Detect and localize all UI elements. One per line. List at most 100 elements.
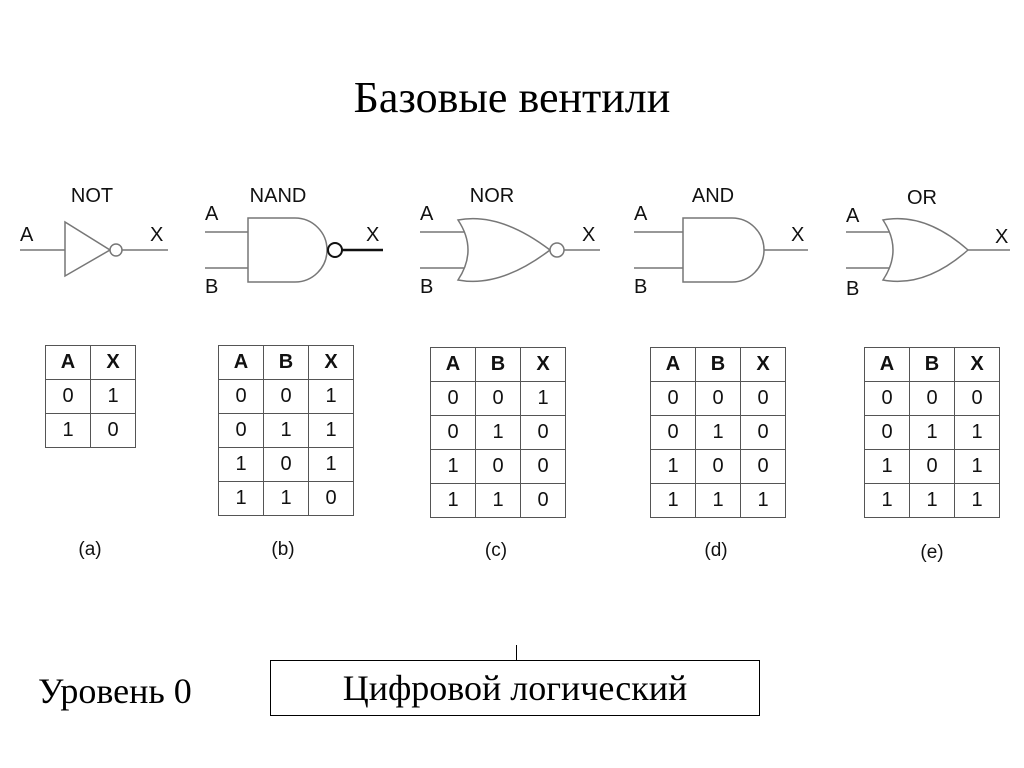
and-output-label: X [791, 224, 804, 246]
header-cell: A [650, 347, 696, 382]
connector-line [516, 645, 517, 660]
table-row: 1 0 0 [430, 449, 566, 484]
truth-table-or: A B X 0 0 0 0 1 1 1 0 1 1 1 1 [864, 347, 1000, 518]
header-cell: A [45, 345, 91, 380]
table-header-row: A B X [864, 347, 1000, 382]
table-row: 1 0 [45, 413, 136, 448]
not-input-a-label: A [20, 224, 34, 246]
table-cell: 0 [520, 449, 566, 484]
table-cell: 1 [695, 415, 741, 450]
table-cell: 1 [308, 447, 354, 482]
table-cell: 0 [263, 379, 309, 414]
table-cell: 0 [695, 381, 741, 416]
table-cell: 1 [954, 449, 1000, 484]
table-cell: 1 [909, 415, 955, 450]
table-cell: 1 [954, 483, 1000, 518]
table-cell: 0 [218, 413, 264, 448]
and-input-a-label: A [634, 203, 648, 225]
table-cell: 0 [695, 449, 741, 484]
table-cell: 1 [90, 379, 136, 414]
table-cell: 0 [650, 381, 696, 416]
table-cell: 1 [650, 449, 696, 484]
or-input-a-label: A [846, 205, 860, 227]
caption-a: (a) [78, 539, 101, 560]
table-cell: 1 [695, 483, 741, 518]
header-cell: X [740, 347, 786, 382]
level-label: Уровень 0 [38, 671, 192, 711]
truth-table-and: A B X 0 0 0 0 1 0 1 0 0 1 1 1 [650, 347, 786, 518]
truth-table-nand: A B X 0 0 1 0 1 1 1 0 1 1 1 0 [218, 345, 354, 516]
level-box: Цифровой логический [270, 660, 760, 716]
table-cell: 1 [475, 483, 521, 518]
table-row: 0 1 1 [218, 413, 354, 448]
nor-output-label: X [582, 224, 595, 246]
table-cell: 1 [308, 413, 354, 448]
table-cell: 1 [218, 447, 264, 482]
table-row: 1 1 1 [650, 483, 786, 518]
and-gate-symbol [634, 217, 808, 283]
table-cell: 1 [430, 449, 476, 484]
table-cell: 0 [218, 379, 264, 414]
nand-gate-symbol [205, 217, 383, 283]
page-title: Базовые вентили [353, 73, 671, 122]
header-cell: X [954, 347, 1000, 382]
header-cell: A [430, 347, 476, 382]
table-cell: 0 [475, 381, 521, 416]
nand-input-b-label: B [205, 276, 218, 298]
table-row: 1 0 0 [650, 449, 786, 484]
gate-name-or: OR [907, 187, 937, 209]
header-cell: X [520, 347, 566, 382]
header-cell: B [263, 345, 309, 380]
table-row: 0 1 0 [430, 415, 566, 450]
table-row: 1 0 1 [218, 447, 354, 482]
table-row: 0 0 1 [430, 381, 566, 416]
table-cell: 0 [909, 449, 955, 484]
table-cell: 0 [430, 381, 476, 416]
nor-input-a-label: A [420, 203, 434, 225]
table-cell: 1 [864, 483, 910, 518]
table-row: 1 0 1 [864, 449, 1000, 484]
table-cell: 1 [650, 483, 696, 518]
table-cell: 1 [218, 481, 264, 516]
table-cell: 0 [308, 481, 354, 516]
table-header-row: A B X [430, 347, 566, 382]
table-cell: 0 [45, 379, 91, 414]
table-row: 0 0 0 [650, 381, 786, 416]
table-cell: 0 [740, 449, 786, 484]
or-gate-symbol [846, 217, 1010, 283]
nand-output-label: X [366, 224, 379, 246]
nand-input-a-label: A [205, 203, 219, 225]
table-row: 0 1 1 [864, 415, 1000, 450]
header-cell: B [909, 347, 955, 382]
or-input-b-label: B [846, 278, 859, 300]
caption-d: (d) [704, 540, 727, 561]
table-cell: 0 [954, 381, 1000, 416]
table-cell: 0 [520, 415, 566, 450]
table-cell: 0 [740, 415, 786, 450]
table-header-row: A X [45, 345, 136, 380]
table-cell: 0 [864, 381, 910, 416]
table-cell: 1 [864, 449, 910, 484]
table-row: 1 1 0 [430, 483, 566, 518]
gate-name-not: NOT [71, 185, 113, 207]
caption-c: (c) [485, 540, 507, 561]
caption-e: (e) [920, 542, 943, 563]
table-cell: 0 [864, 415, 910, 450]
table-row: 0 0 0 [864, 381, 1000, 416]
truth-table-not: A X 0 1 1 0 [45, 345, 136, 448]
table-cell: 0 [475, 449, 521, 484]
header-cell: A [218, 345, 264, 380]
header-cell: B [475, 347, 521, 382]
table-cell: 0 [430, 415, 476, 450]
nor-gate-symbol [420, 217, 600, 283]
table-header-row: A B X [218, 345, 354, 380]
caption-b: (b) [271, 539, 294, 560]
table-cell: 0 [909, 381, 955, 416]
gate-name-and: AND [692, 185, 734, 207]
gate-name-nand: NAND [250, 185, 307, 207]
table-row: 0 0 1 [218, 379, 354, 414]
or-output-label: X [995, 226, 1008, 248]
table-cell: 1 [475, 415, 521, 450]
table-cell: 0 [263, 447, 309, 482]
table-cell: 0 [90, 413, 136, 448]
